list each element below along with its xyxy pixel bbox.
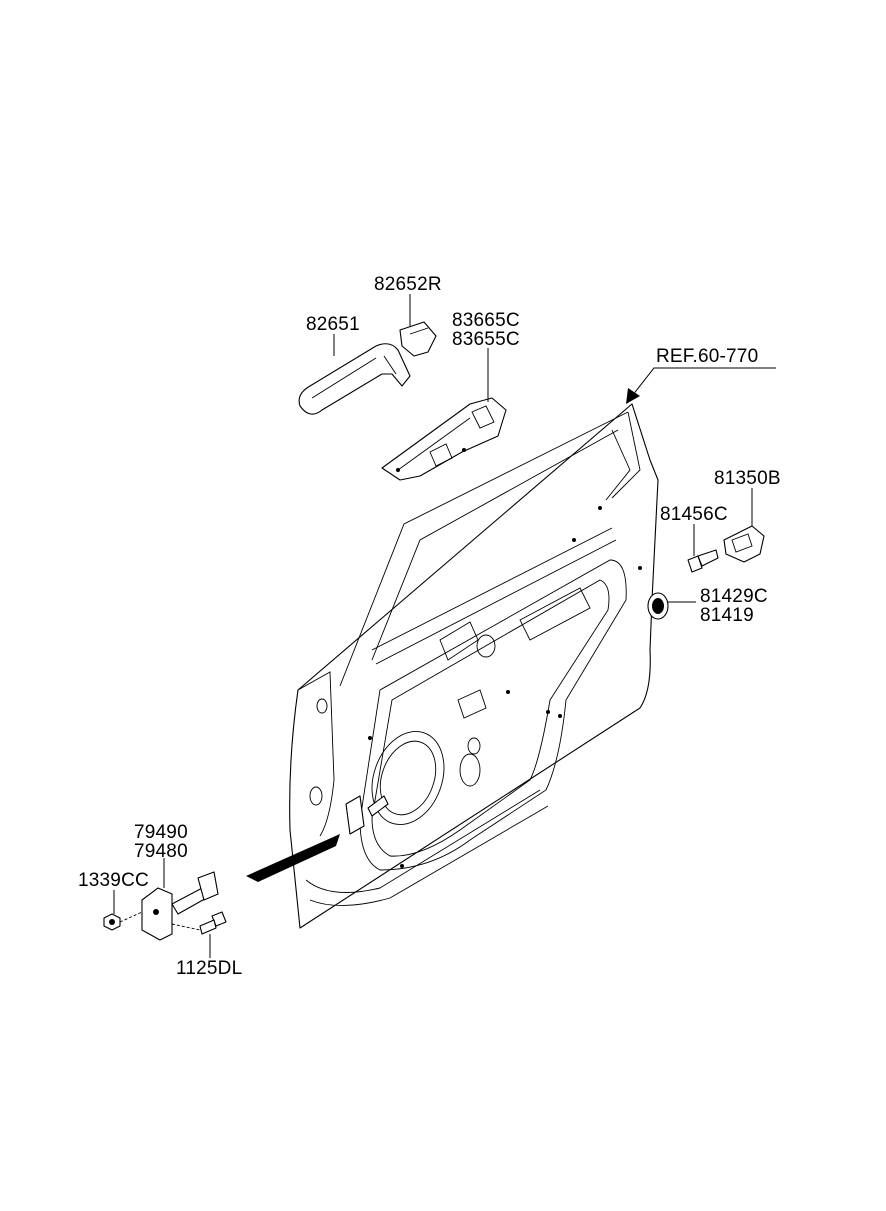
label-striker: 81350B [714, 468, 781, 489]
label-handle-cover: 82652R [374, 274, 442, 295]
label-ref: REF.60-770 [656, 346, 758, 367]
label-bolt: 1125DL [176, 958, 242, 979]
handle-bracket [381, 397, 507, 481]
door-checker [141, 871, 219, 941]
nut [103, 913, 121, 931]
striker [723, 525, 765, 563]
label-handle-bracket-b: 83655C [452, 329, 520, 350]
label-outside-handle: 82651 [306, 314, 360, 335]
handle-cover [399, 321, 437, 357]
labels: REF.60-770 82651 82652R 83665C 83655C 81… [78, 274, 781, 979]
bolt [199, 911, 227, 935]
outside-handle [298, 343, 411, 415]
label-hole-plug-b: 81419 [700, 605, 754, 626]
label-checker-b: 79480 [134, 841, 188, 862]
label-hole-plug-a: 81429C [700, 586, 768, 607]
label-striker-screw: 81456C [660, 504, 728, 525]
hole-plug [647, 592, 669, 620]
rear-door-panel [289, 403, 659, 929]
label-handle-bracket-a: 83665C [452, 310, 520, 331]
striker-screw [687, 549, 719, 573]
label-nut: 1339CC [78, 870, 149, 891]
pointer-arrow [246, 834, 340, 882]
label-checker-a: 79490 [134, 822, 188, 843]
leader-lines [113, 294, 776, 958]
